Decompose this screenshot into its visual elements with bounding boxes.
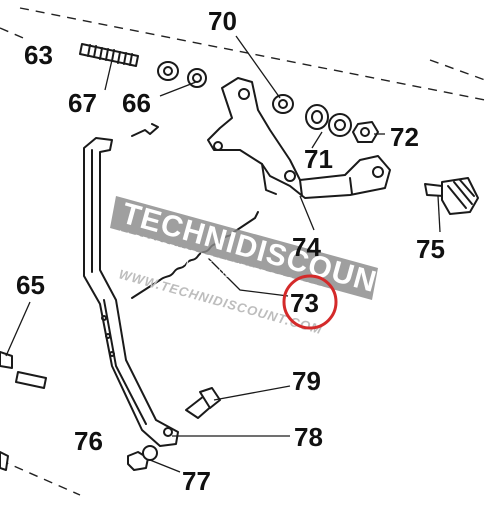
label-part-66: 66: [122, 88, 151, 118]
label-part-74: 74: [292, 232, 321, 262]
label-part-65: 65: [16, 270, 45, 300]
highlight-circle: [282, 274, 338, 330]
frame-line-right: [429, 59, 485, 81]
label-part-75: 75: [416, 234, 445, 264]
label-part-72: 72: [390, 122, 419, 152]
part-bottom-bolt: [0, 451, 9, 471]
part-main-lever: [83, 137, 179, 447]
part-67-threaded-stud: [79, 43, 139, 67]
part-66-washers: [157, 61, 207, 88]
label-part-76: 76: [74, 426, 103, 456]
label-part-77: 77: [182, 466, 211, 496]
part-72-nut: [352, 121, 379, 143]
part-65-screw: [0, 351, 13, 369]
label-part-73: 73: [290, 288, 319, 318]
part-77-washer: [142, 445, 158, 461]
label-part-63: 63: [24, 40, 53, 70]
leader-lines: [5, 35, 441, 473]
part-75-knob-bolt: [424, 177, 479, 215]
frame-line-left: [0, 27, 29, 41]
part-79-bolt: [185, 387, 221, 419]
label-part-67: 67: [68, 88, 97, 118]
part-74-bracket: [207, 77, 391, 199]
part-71-bushings: [305, 104, 352, 137]
part-70-washer: [272, 94, 294, 114]
part-spacer: [15, 371, 47, 389]
watermark-band: [110, 196, 378, 300]
frame-line-bottom: [0, 459, 81, 496]
part-small-clip: [131, 123, 159, 137]
label-part-78: 78: [294, 422, 323, 452]
label-part-70: 70: [208, 6, 237, 36]
label-part-71: 71: [304, 144, 333, 174]
label-part-79: 79: [292, 366, 321, 396]
